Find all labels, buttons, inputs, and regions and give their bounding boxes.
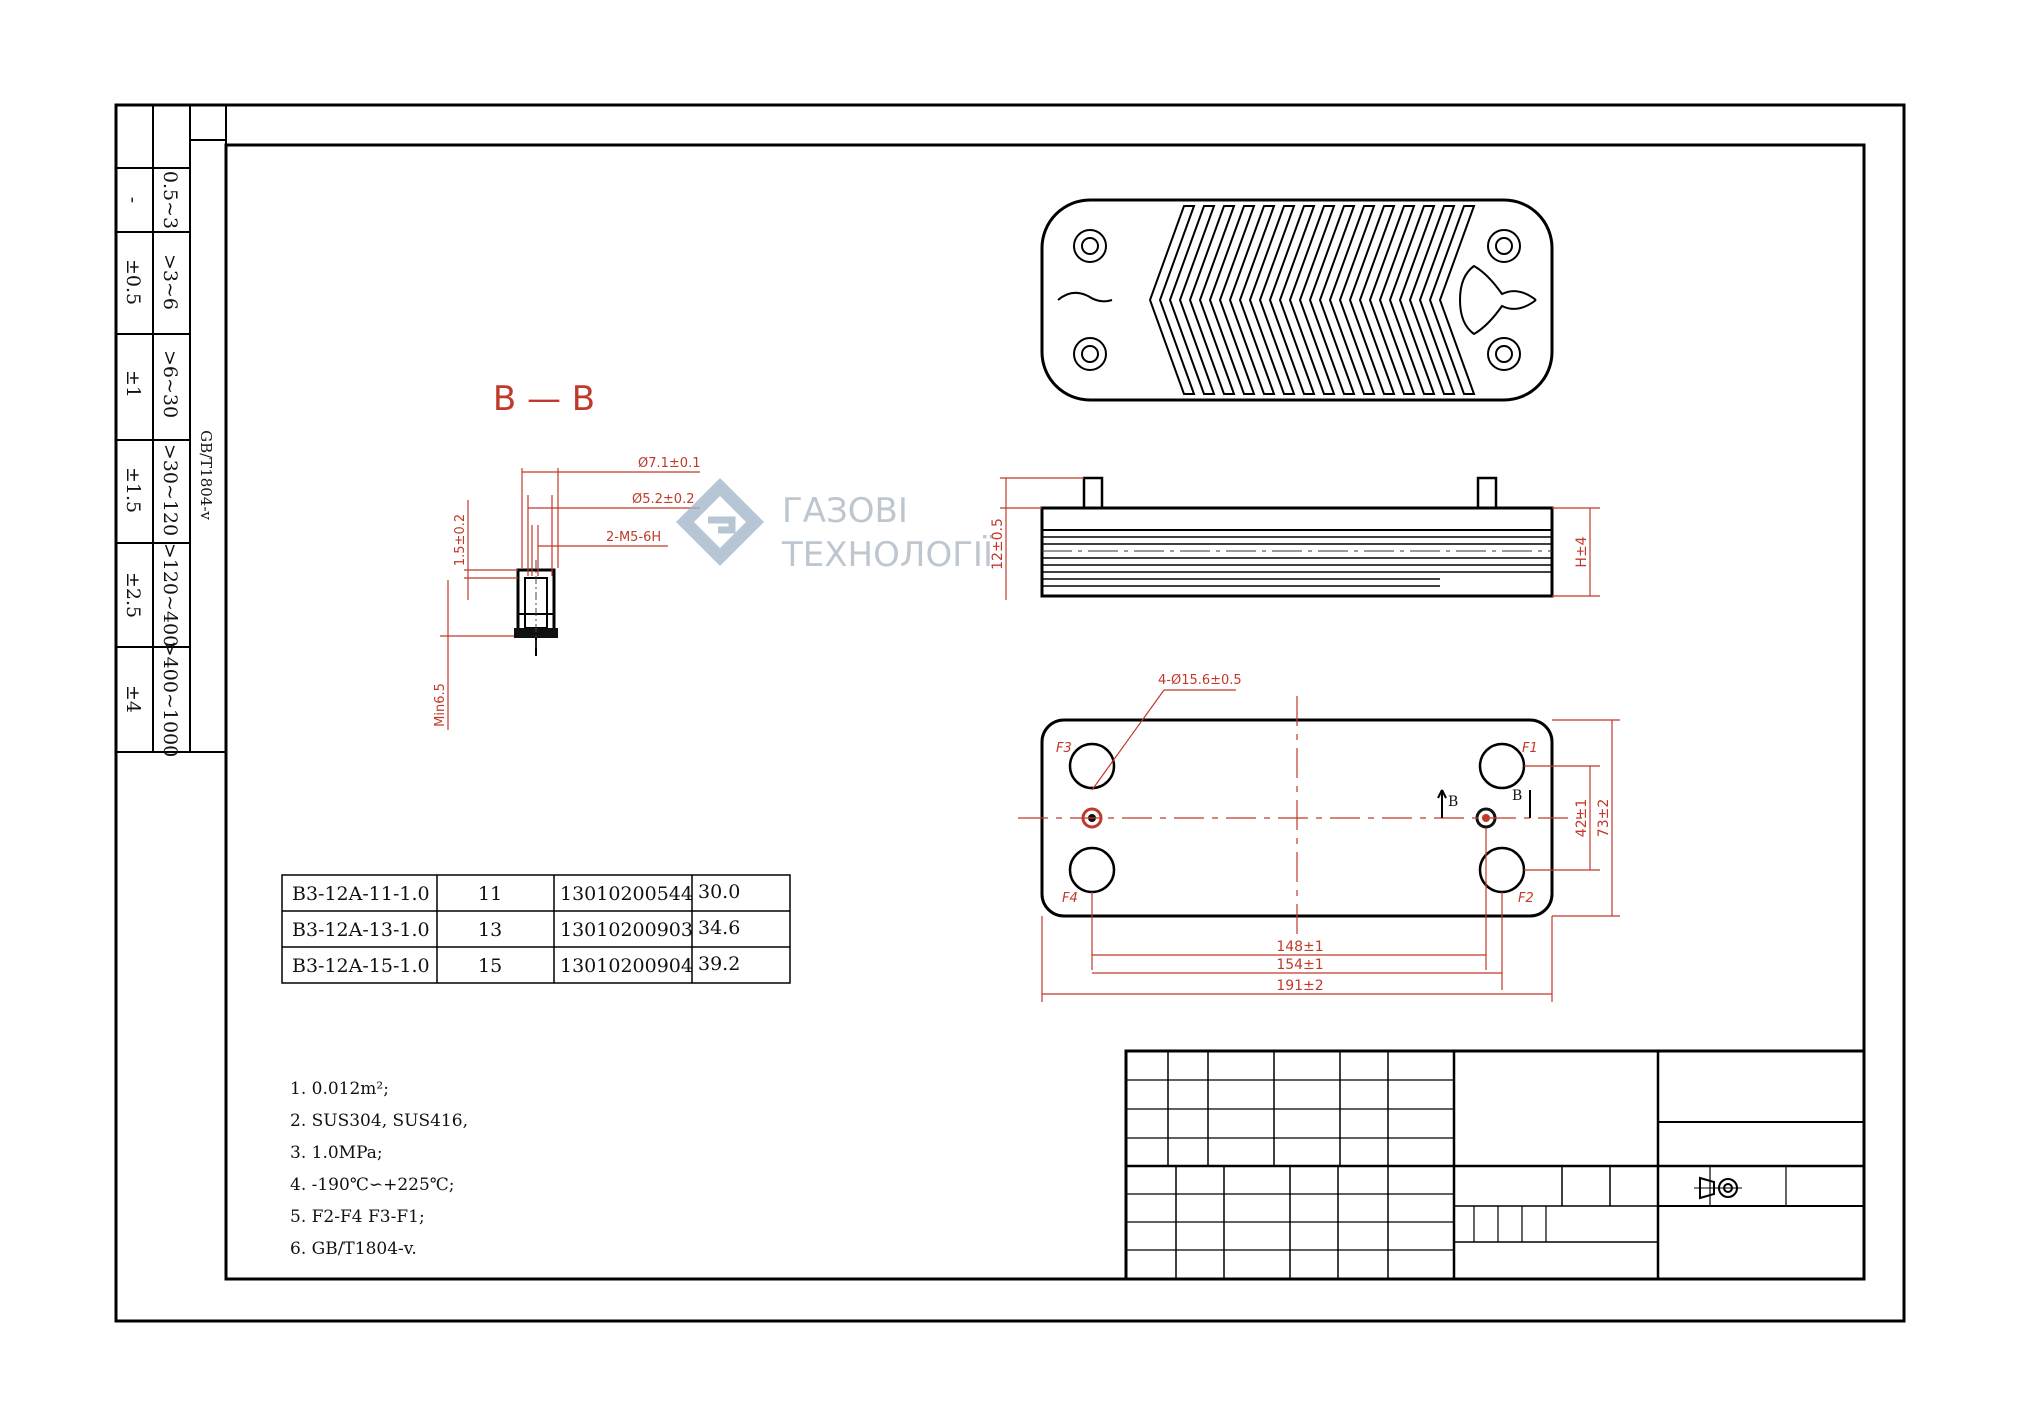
chevron-rib <box>1168 205 1216 395</box>
section-label: B — B <box>493 379 595 419</box>
tol-value-1: - <box>122 197 144 203</box>
model-3-name: B3-12A-15-1.0 <box>292 955 430 977</box>
model-1-plates: 11 <box>478 883 502 905</box>
note-1: 1. 0.012m²; <box>290 1079 389 1099</box>
watermark-line2: ТЕХНОЛОГІЇ <box>781 535 993 575</box>
tolerance-table: 0.5~3 >3~6 >6~30 >30~120 >120~400 >400~1… <box>116 105 227 757</box>
dim-side-right: H±4 <box>1574 536 1590 567</box>
note-5: 5. F2-F4 F3-F1; <box>290 1207 425 1227</box>
dim-h1: 1.5±0.2 <box>453 514 468 566</box>
port-f1: F1 <box>1522 741 1538 756</box>
section-mark-left: B <box>1448 794 1458 810</box>
tol-standard: GB/T1804-v <box>197 430 215 520</box>
tol-range-1: 0.5~3 <box>159 171 181 229</box>
port-f2: F2 <box>1518 891 1534 906</box>
chevron-rib <box>1428 205 1476 395</box>
tol-value-3: ±1 <box>122 370 144 398</box>
tol-range-2: >3~6 <box>159 254 181 310</box>
chevron-rib <box>1348 205 1396 395</box>
tol-range-6: >400~1000 <box>159 641 181 757</box>
chevron-rib <box>1408 205 1456 395</box>
plate-top-view <box>1040 198 1554 402</box>
chevron-rib <box>1288 205 1336 395</box>
model-1-weight: 30.0 <box>698 881 740 903</box>
model-2-code: 13010200903 <box>560 919 693 941</box>
tol-value-5: ±2.5 <box>122 572 144 618</box>
model-1-name: B3-12A-11-1.0 <box>292 883 430 905</box>
model-3-weight: 39.2 <box>698 953 740 975</box>
projection-symbol-icon <box>1694 1176 1742 1200</box>
plate-side-view: 12±0.5 H±4 <box>990 476 1600 600</box>
model-table: B3-12A-11-1.0 11 13010200544 30.0 B3-12A… <box>281 874 791 984</box>
note-2: 2. SUS304, SUS416, <box>290 1111 468 1131</box>
plate-front-view: 4-Ø15.6±0.5 F3 F1 F4 F2 B B 148±1 154±1 … <box>1018 673 1620 1002</box>
dim-73: 73±2 <box>1596 799 1612 837</box>
note-3: 3. 1.0MPa; <box>290 1143 383 1163</box>
section-mark-right: B <box>1512 788 1522 804</box>
dim-side-left: 12±0.5 <box>990 518 1006 570</box>
model-2-plates: 13 <box>478 919 502 941</box>
port-f4: F4 <box>1062 891 1078 906</box>
dim-holes: 4-Ø15.6±0.5 <box>1158 673 1242 688</box>
dim-thread: 2-M5-6H <box>606 530 661 545</box>
tol-range-4: >30~120 <box>159 444 181 536</box>
model-3-plates: 15 <box>478 955 502 977</box>
model-3-code: 13010200904 <box>560 955 693 977</box>
note-4: 4. -190℃∽+225℃; <box>290 1175 455 1195</box>
tol-range-3: >6~30 <box>159 350 181 418</box>
model-2-name: B3-12A-13-1.0 <box>292 919 430 941</box>
chevron-rib <box>1208 205 1256 395</box>
dim-d1: Ø7.1±0.1 <box>638 456 700 471</box>
chevron-rib <box>1308 205 1356 395</box>
dim-42: 42±1 <box>1574 799 1590 837</box>
dim-191: 191±2 <box>1276 978 1323 994</box>
outer-frame <box>114 103 1906 1323</box>
model-1-code: 13010200544 <box>560 883 693 905</box>
section-b-b: B — B Ø7.1±0.1 Ø5.2±0.2 2-M5-6H 1.5±0.2 <box>433 379 700 730</box>
notes: 1. 0.012m²; 2. SUS304, SUS416, 3. 1.0MPa… <box>290 1079 468 1259</box>
note-6: 6. GB/T1804-v. <box>290 1239 417 1259</box>
dim-d2: Ø5.2±0.2 <box>632 492 694 507</box>
model-2-weight: 34.6 <box>698 917 740 939</box>
dim-min: Min6.5 <box>433 683 448 727</box>
chevron-rib <box>1228 205 1276 395</box>
tol-value-6: ±4 <box>122 685 144 713</box>
dim-148: 148±1 <box>1276 939 1323 955</box>
chevron-rib <box>1388 205 1436 395</box>
dim-154: 154±1 <box>1276 957 1323 973</box>
chevron-rib <box>1248 205 1296 395</box>
chevron-rib <box>1368 205 1416 395</box>
tol-value-4: ±1.5 <box>122 467 144 513</box>
chevron-rib <box>1328 205 1376 395</box>
tol-range-5: >120~400 <box>159 543 181 647</box>
chevron-rib <box>1148 205 1196 395</box>
tol-value-2: ±0.5 <box>122 259 144 305</box>
chevron-rib <box>1268 205 1316 395</box>
title-block <box>1124 1049 1866 1281</box>
watermark-logo: ГАЗОВІ ТЕХНОЛОГІЇ <box>676 478 993 575</box>
port-f3: F3 <box>1056 741 1072 756</box>
chevron-rib <box>1188 205 1236 395</box>
inner-frame <box>224 143 1866 1281</box>
watermark-line1: ГАЗОВІ <box>782 491 908 531</box>
